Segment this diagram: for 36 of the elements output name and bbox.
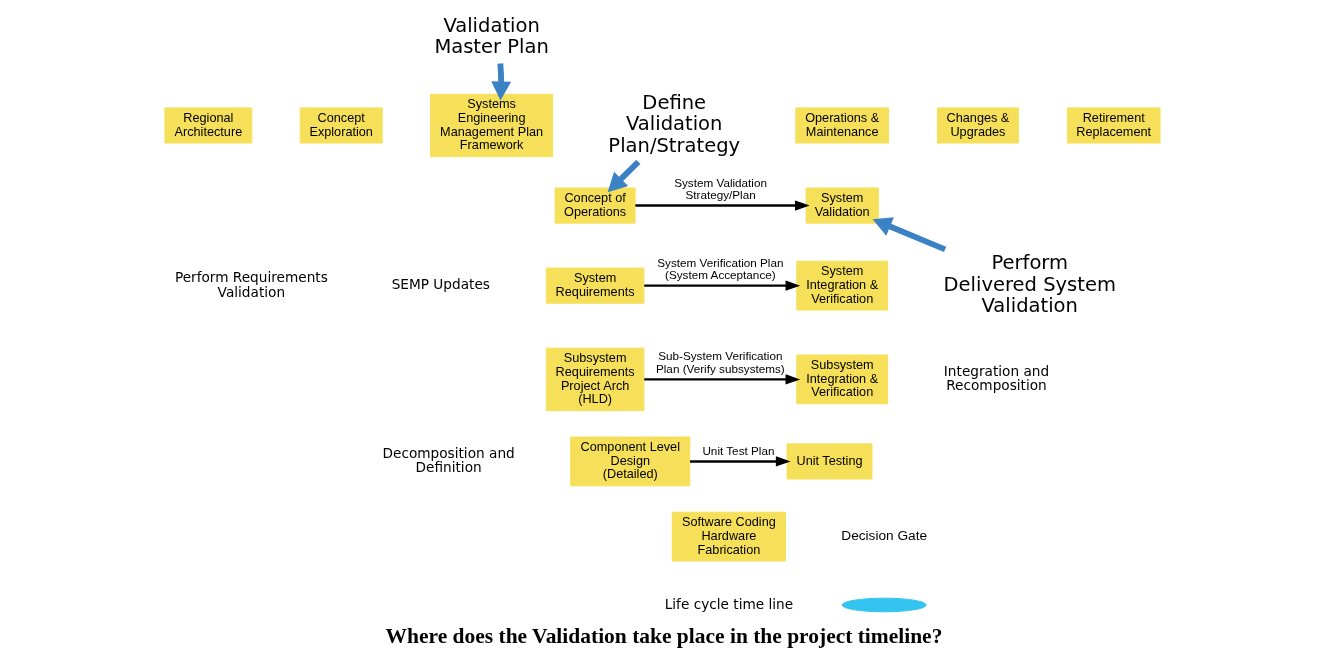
node-box: Regional Architecture bbox=[163, 107, 252, 144]
edge-label: System Verification Plan (System Acceptance) bbox=[656, 255, 783, 282]
edge-label: Unit Test Plan bbox=[701, 444, 774, 458]
node-box: Retirement Replacement bbox=[1066, 107, 1161, 144]
arrow bbox=[490, 63, 511, 101]
arrow bbox=[643, 280, 800, 291]
node-text: Perform Delivered System Validation bbox=[943, 251, 1116, 317]
node-box: Concept of Operations bbox=[554, 187, 636, 224]
node-box: Unit Testing bbox=[786, 443, 872, 480]
node-box: Systems Engineering Management Plan Framework bbox=[429, 93, 553, 158]
label: Perform Requirements Validation bbox=[174, 268, 328, 300]
edge-label: System Validation Strategy/Plan bbox=[673, 175, 767, 202]
node-box: System Requirements bbox=[545, 267, 644, 304]
caption: Where does the Validation take place in the project timeline? bbox=[385, 623, 942, 648]
node-box: Changes & Upgrades bbox=[936, 107, 1019, 144]
node-box: Software Coding Hardware Fabrication bbox=[671, 511, 786, 562]
node-text: Validation Master Plan bbox=[433, 13, 549, 59]
arrow bbox=[872, 217, 946, 253]
node-box: System Integration & Verification bbox=[795, 260, 888, 311]
node-box: Subsystem Requirements Project Arch (HLD) bbox=[545, 347, 644, 412]
node-box: Operations & Maintenance bbox=[794, 107, 889, 144]
label: Decomposition and Definition bbox=[382, 444, 515, 476]
node-box: Component Level Design (Detailed) bbox=[569, 436, 690, 487]
arrow bbox=[689, 456, 791, 467]
label: Integration and Recomposition bbox=[943, 362, 1049, 394]
edge-label: Sub-System Verification Plan (Verify subsystems) bbox=[655, 349, 785, 376]
label: SEMP Updates bbox=[391, 276, 490, 293]
label: Life cycle time line bbox=[664, 595, 793, 612]
node-box: Subsystem Integration & Verification bbox=[795, 354, 888, 405]
arrow bbox=[643, 374, 800, 385]
arrow bbox=[607, 159, 640, 193]
node-text: Define Validation Plan/Strategy bbox=[607, 90, 740, 157]
legend-label: Decision Gate bbox=[840, 528, 927, 544]
node-box: Concept Exploration bbox=[299, 107, 383, 144]
arrow bbox=[634, 200, 810, 211]
node-box: System Validation bbox=[805, 187, 879, 224]
